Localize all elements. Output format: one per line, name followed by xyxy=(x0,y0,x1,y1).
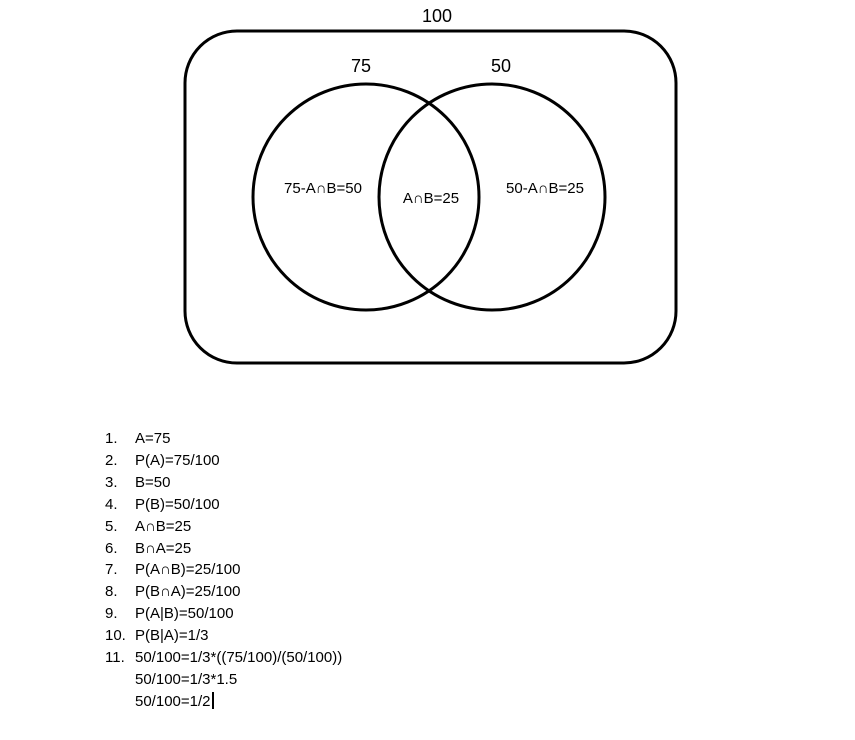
list-item: 9. P(A|B)=50/100 xyxy=(105,603,342,625)
list-item: 6. B∩A=25 xyxy=(105,538,342,560)
list-item: 11. 50/100=1/3*((75/100)/(50/100)) xyxy=(105,647,342,669)
step-number: 2. xyxy=(105,451,118,469)
universe-box xyxy=(183,29,678,365)
solution-steps-list: 1. A=75 2. P(A)=75/100 3. B=50 4. P(B)=50/10… xyxy=(105,428,342,713)
continuation-text: 50/100=1/2 xyxy=(135,692,211,710)
venn-diagram: 100 75 50 75-A∩B=50 A∩B=25 50-A∩B=25 xyxy=(183,6,678,365)
step-text: P(A)=75/100 xyxy=(135,451,220,469)
step-text: P(B∩A)=25/100 xyxy=(135,583,241,601)
list-item: 1. A=75 xyxy=(105,428,342,450)
step-number: 9. xyxy=(105,605,118,623)
step-number: 4. xyxy=(105,495,118,513)
step-text: A=75 xyxy=(135,430,171,447)
continuation-text: 50/100=1/3*1.5 xyxy=(135,670,238,688)
step-number: 6. xyxy=(105,539,118,557)
step-number: 11. xyxy=(105,649,125,667)
step-number: 7. xyxy=(105,561,118,579)
list-item: 3. B=50 xyxy=(105,472,342,494)
step-number: 3. xyxy=(105,473,118,491)
set-b-total-label: 50 xyxy=(491,56,511,76)
continuation-line: 50/100=1/3*1.5 xyxy=(105,669,342,691)
step-text: P(B|A)=1/3 xyxy=(135,627,209,645)
set-a-circle xyxy=(251,82,481,312)
step-text: A∩B=25 xyxy=(135,517,192,535)
step-number: 1. xyxy=(105,430,118,447)
list-item: 8. P(B∩A)=25/100 xyxy=(105,581,342,603)
step-number: 8. xyxy=(105,583,118,601)
continuation-line[interactable]: 50/100=1/2 xyxy=(105,691,342,713)
list-item: 7. P(A∩B)=25/100 xyxy=(105,559,342,581)
step-text: P(B)=50/100 xyxy=(135,495,220,513)
list-item: 10. P(B|A)=1/3 xyxy=(105,625,342,647)
list-item: 4. P(B)=50/100 xyxy=(105,494,342,516)
step-text: P(A|B)=50/100 xyxy=(135,605,234,623)
list-item: 2. P(A)=75/100 xyxy=(105,450,342,472)
step-number: 10. xyxy=(105,627,126,645)
set-a-total-label: 75 xyxy=(351,56,371,76)
step-text: B=50 xyxy=(135,473,171,491)
b-only-region-label: 50-A∩B=25 xyxy=(506,180,584,197)
text-cursor xyxy=(211,691,214,709)
intersection-region-label: A∩B=25 xyxy=(403,190,459,207)
step-number: 5. xyxy=(105,517,118,535)
a-only-region-label: 75-A∩B=50 xyxy=(284,180,362,197)
universe-total-label: 100 xyxy=(422,6,452,26)
step-text: 50/100=1/3*((75/100)/(50/100)) xyxy=(135,649,343,667)
step-text: P(A∩B)=25/100 xyxy=(135,561,241,579)
set-b-circle xyxy=(377,82,607,312)
list-item: 5. A∩B=25 xyxy=(105,516,342,538)
step-text: B∩A=25 xyxy=(135,539,192,557)
